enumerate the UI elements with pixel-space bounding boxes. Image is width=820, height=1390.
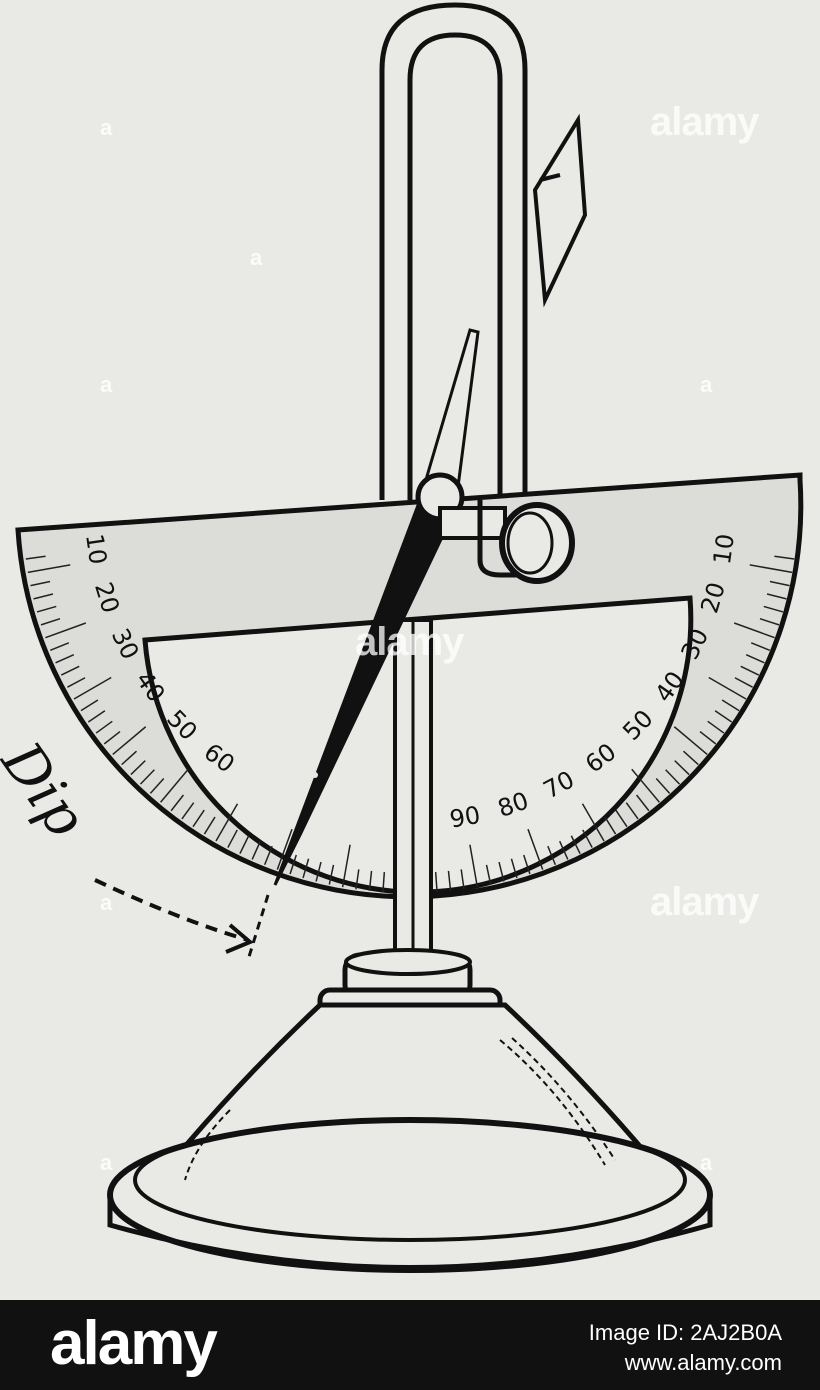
tick-mark [73,676,112,700]
tick-mark [759,618,780,626]
tick-mark [631,768,660,803]
tick-mark [674,760,690,776]
tick-mark [665,769,681,785]
tick-mark [130,760,146,776]
tick-mark [192,809,205,828]
image-id: Image ID: 2AJ2B0A [588,1320,782,1345]
tick-mark [40,618,61,626]
tick-mark [355,869,360,890]
tick-mark [708,676,747,700]
tick-mark [87,710,106,723]
tick-mark [227,829,238,848]
tick-mark [469,844,479,888]
tick-mark [682,750,699,766]
tick-mark [769,580,790,587]
tick-mark [382,872,386,893]
tick-mark [239,835,250,855]
tick-mark [485,864,492,885]
tick-mark [139,769,155,785]
tick-mark [276,828,293,870]
tick-mark [302,858,310,879]
adjusting-knob [499,502,575,584]
tick-mark [328,864,335,885]
tick-mark [498,861,505,882]
tick-mark [635,794,650,812]
tick-mark [733,622,775,639]
tick-mark [766,593,787,600]
tick-mark [60,665,80,676]
dial-tick-marks [25,555,795,893]
tick-mark [707,720,725,734]
tick-mark [699,730,717,745]
footer-bar: alamy Image ID: 2AJ2B0A www.alamy.com [0,1300,820,1390]
tick-mark [121,750,138,766]
tick-mark [460,869,465,890]
tick-mark [547,845,557,866]
tick-mark [581,803,605,842]
vane-plate [532,113,588,308]
tick-mark [447,870,452,891]
tick-mark [527,828,544,870]
scale-label: 10 [708,532,740,566]
tick-mark [55,653,75,664]
footer-info: Image ID: 2AJ2B0A www.alamy.com [589,1318,782,1378]
scale-label: 10 [80,532,112,566]
tick-mark [655,777,671,794]
tick-mark [615,809,628,828]
support-frame [379,2,528,540]
tick-mark [570,835,581,855]
tick-mark [745,653,765,664]
footer-logo: alamy [50,1309,218,1378]
tick-mark [721,699,740,712]
tick-mark [750,642,771,652]
tick-mark [45,622,87,639]
vane-rod [539,173,561,182]
tick-mark [558,840,569,860]
tick-mark [510,858,518,879]
tick-mark [112,726,147,755]
tick-mark [67,677,86,688]
tick-mark [523,854,531,875]
tick-mark [49,642,70,652]
tick-mark [673,726,708,755]
tick-mark [749,564,793,574]
tick-mark [263,845,273,866]
tick-mark [625,802,639,820]
tick-mark [604,816,617,835]
dip-label: Dip [0,730,98,849]
tick-mark [203,816,216,835]
tick-mark [30,580,51,587]
tick-mark [149,777,165,794]
tick-mark [289,854,297,875]
tick-mark [36,605,57,613]
tick-mark [774,555,795,560]
tick-mark [181,802,195,820]
footer-url: www.alamy.com [624,1350,782,1375]
pivot-axle [415,472,525,578]
tick-mark [25,555,46,560]
dip-arrow [94,878,270,961]
tick-mark [734,677,753,688]
tick-mark [80,699,99,712]
scale-label: 90 [448,801,483,834]
tick-mark [434,872,438,893]
tick-mark [341,844,351,888]
stand-base [107,1002,713,1273]
tick-mark [33,593,54,600]
tick-mark [315,861,322,882]
tick-mark [740,665,760,676]
tick-mark [170,794,185,812]
tick-mark [251,840,262,860]
tick-mark [160,768,189,803]
tick-mark [582,829,593,848]
tick-mark [215,803,239,842]
tick-mark [714,710,733,723]
tick-mark [95,720,113,734]
tick-mark [27,564,71,574]
tick-mark [368,870,373,891]
tick-mark [103,730,121,745]
tick-mark [763,605,784,613]
